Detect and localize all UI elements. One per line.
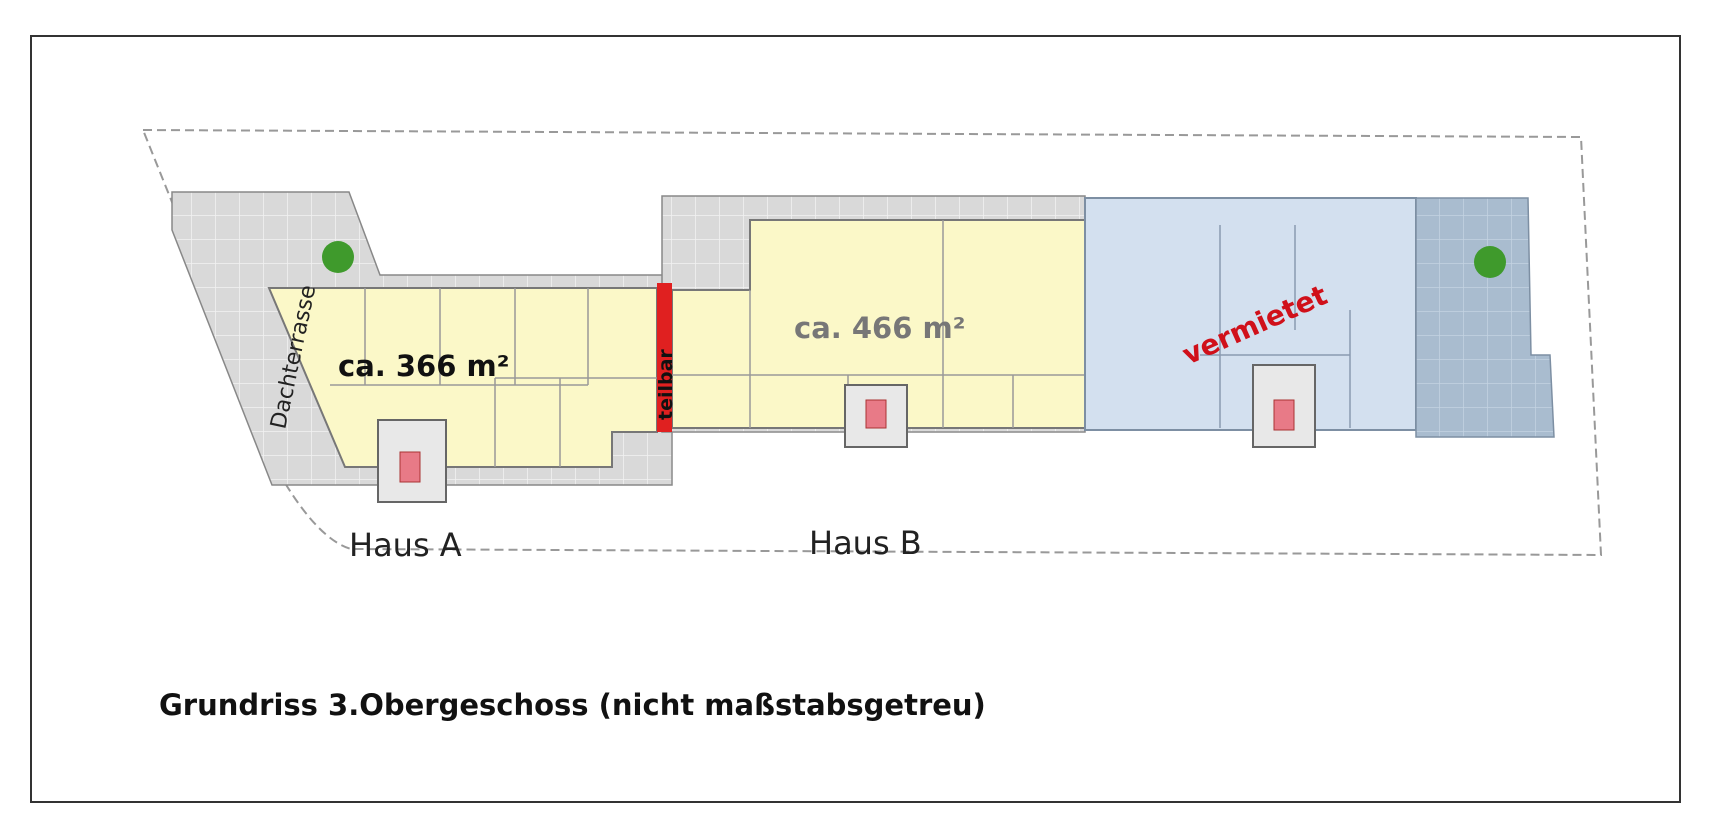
elevator-icon <box>865 399 887 429</box>
room-dividers-haus-a <box>330 288 657 467</box>
elevator-icon <box>399 451 421 483</box>
area-haus-b: ca. 466 m² <box>794 311 965 345</box>
house-a-label: Haus A <box>349 526 462 564</box>
plant-icon <box>1474 246 1506 278</box>
divisible-label: teilbar <box>655 349 677 420</box>
plant-icon <box>322 241 354 273</box>
rented-area <box>1084 197 1417 431</box>
frame <box>30 35 1681 803</box>
elevator-icon <box>1273 399 1295 431</box>
site-boundary <box>141 128 1603 557</box>
plan-caption: Grundriss 3.Obergeschoss (nicht maßstabs… <box>159 688 986 722</box>
house-b-label: Haus B <box>809 524 922 562</box>
divisible-marker <box>657 283 672 432</box>
area-haus-a: ca. 366 m² <box>338 349 509 383</box>
terrace-rented <box>1415 197 1555 438</box>
